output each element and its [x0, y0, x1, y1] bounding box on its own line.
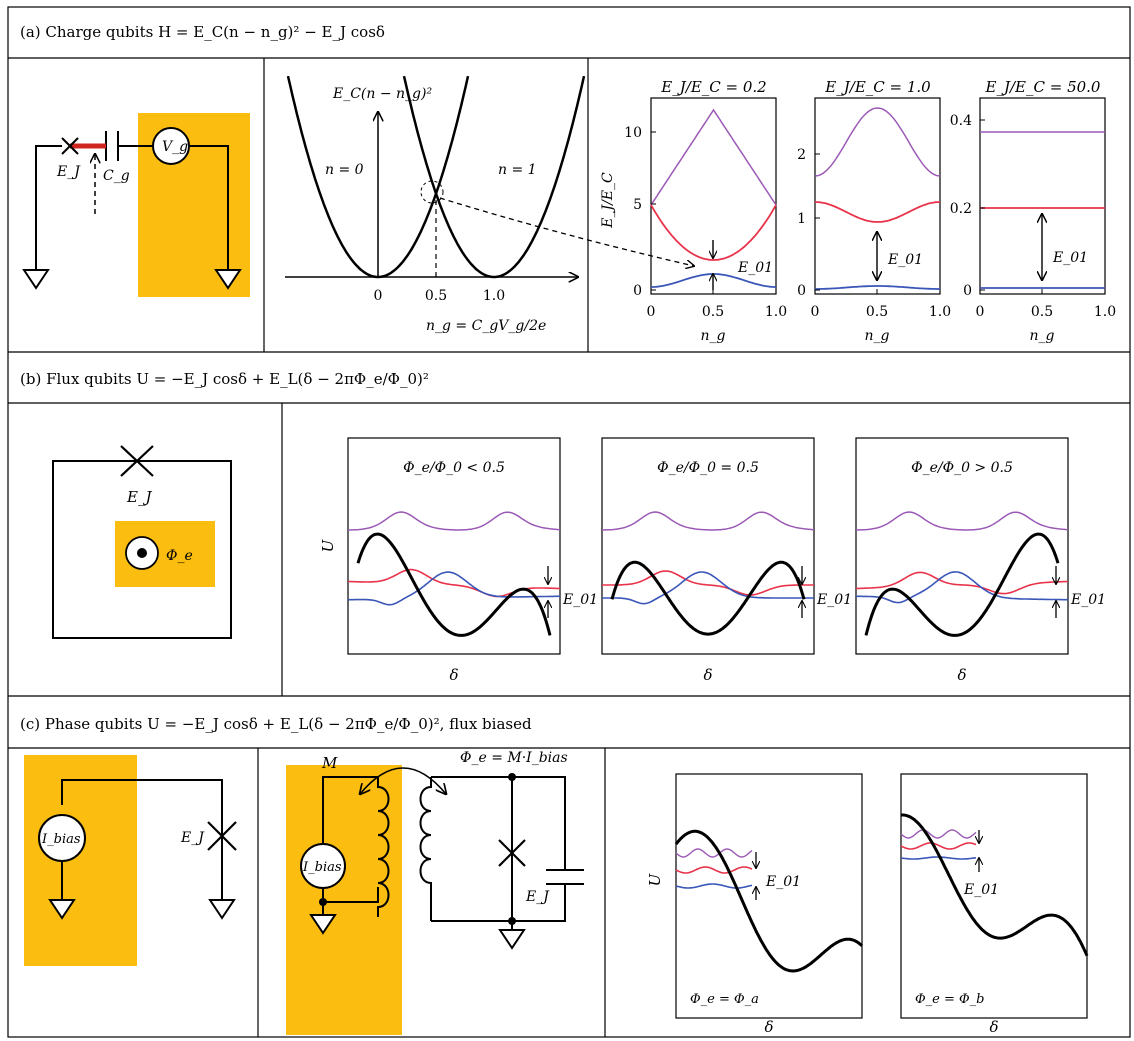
tick-10: 1.0 [483, 288, 505, 304]
parabola-ylabel: E_C(n − n_g)² [332, 86, 432, 102]
ground-icon [309, 902, 526, 950]
ytick-3-2: 0.4 [950, 113, 972, 129]
parabola-n1 [402, 75, 586, 279]
ibias-label-1: I_bias [41, 832, 81, 847]
ytick-2-2: 2 [797, 147, 806, 163]
xlabel-1: n_g [701, 328, 726, 344]
e01-label-1: E_01 [737, 260, 773, 276]
m-label: M [321, 754, 338, 772]
n0-label: n = 0 [325, 162, 364, 178]
flux-e01-2: E_01 [816, 592, 852, 608]
bias-box [24, 755, 137, 966]
ytick-1-1: 5 [633, 197, 642, 213]
flux-e01-3: E_01 [1070, 592, 1106, 608]
xlabel-2: n_g [865, 328, 890, 344]
phase-qubit-circuit-2: M Φ_e = M·I_bias I_bias E_J [286, 750, 584, 1035]
phase-e01-2: E_01 [963, 882, 999, 898]
flux-title-1: Φ_e/Φ_0 < 0.5 [403, 460, 505, 476]
parabola-plot: E_C(n − n_g)² n = 0 n = 1 0 0.5 1.0 n_g … [285, 75, 586, 334]
cg-label: C_g [103, 168, 130, 184]
ground-icon [22, 269, 242, 290]
vg-label: V_g [162, 139, 188, 155]
parabola-n0 [286, 75, 470, 279]
xtick-1-0: 0 [647, 304, 656, 320]
xtick-1-1: 0.5 [702, 304, 724, 320]
phase-panel-label-1: Φ_e = Φ_a [690, 992, 759, 1007]
ytick-2-0: 0 [797, 283, 806, 299]
parabola-xlabel: n_g = C_gV_g/2e [426, 318, 546, 334]
ytick-3-1: 0.2 [950, 201, 972, 217]
mutual-inductance-arrow [360, 767, 446, 794]
panel-a-title: (a) Charge qubits H = E_C(n − n_g)² − E_… [20, 23, 385, 41]
n1-label: n = 1 [498, 162, 537, 178]
energy-title-2: E_J/E_C = 1.0 [824, 78, 931, 96]
tick-05: 0.5 [425, 288, 447, 304]
band-2 [650, 108, 777, 206]
energy-title-3: E_J/E_C = 50.0 [985, 78, 1101, 96]
phase-xlabel-1: δ [764, 1018, 773, 1036]
ytick-2-1: 1 [797, 211, 806, 227]
phase-xlabel-2: δ [989, 1018, 998, 1036]
ej-label: E_J [56, 164, 81, 180]
phase-ej-label-1: E_J [180, 830, 205, 846]
flux-ej-label: E_J [126, 488, 152, 506]
ytick-3-0: 0 [963, 283, 972, 299]
panel-c-title: (c) Phase qubits U = −E_J cosδ + E_L(δ −… [20, 715, 532, 733]
flux-xlabel-2: δ [703, 666, 712, 684]
bias-box [286, 765, 402, 1035]
flux-xlabel-1: δ [449, 666, 458, 684]
flux-xlabel-3: δ [957, 666, 966, 684]
xtick-3-1: 0.5 [1031, 304, 1053, 320]
xtick-2-0: 0 [811, 304, 820, 320]
flux-title-2: Φ_e/Φ_0 = 0.5 [657, 460, 759, 476]
ground-icon [48, 861, 236, 920]
ibias-label-2: I_bias [302, 860, 342, 875]
xlabel-3: n_g [1030, 328, 1055, 344]
flux-ylabel: U [319, 538, 337, 552]
ytick-1-2: 10 [624, 125, 642, 141]
charge-qubit-circuit: E_J C_g V_g [22, 113, 250, 297]
flux-potential-plots: Φ_e/Φ_0 < 0.5 Φ_e/Φ_0 = 0.5 Φ_e/Φ_0 > 0.… [319, 437, 1106, 684]
ytick-1-0: 0 [633, 283, 642, 299]
phase-panel-label-2: Φ_e = Φ_b [915, 992, 985, 1007]
frame [7, 6, 1131, 1038]
josephson-junction-icon [498, 839, 526, 867]
josephson-junction-icon [207, 821, 237, 851]
phase-ylabel: U [646, 872, 664, 886]
xtick-1-2: 1.0 [765, 304, 787, 320]
phase-qubit-circuit-1: I_bias E_J [24, 755, 237, 966]
tick-0: 0 [374, 288, 383, 304]
phase-potential-plots: U E_01 E_01 Φ_e = Φ_a Φ_e = Φ_b δ δ [646, 773, 1089, 1036]
josephson-junction-icon [61, 137, 79, 155]
flux-qubit-circuit: E_J Φ_e [52, 445, 232, 639]
xtick-3-0: 0 [976, 304, 985, 320]
xtick-3-2: 1.0 [1094, 304, 1116, 320]
energy-title-1: E_J/E_C = 0.2 [660, 78, 766, 96]
flux-e01-1: E_01 [562, 592, 598, 608]
josephson-junction-icon [120, 445, 154, 477]
xtick-2-2: 1.0 [929, 304, 951, 320]
e01-label-3: E_01 [1052, 250, 1088, 266]
xtick-2-1: 0.5 [866, 304, 888, 320]
e01-label-2: E_01 [887, 252, 923, 268]
flux-title-3: Φ_e/Φ_0 > 0.5 [911, 460, 1013, 476]
phi-eq-label: Φ_e = M·I_bias [460, 750, 568, 766]
phase-ej-label-2: E_J [525, 889, 550, 905]
phase-e01-1: E_01 [765, 874, 801, 890]
energy-ylabel: E_J/E_C [600, 172, 616, 229]
panel-b-title: (b) Flux qubits U = −E_J cosδ + E_L(δ − … [20, 370, 429, 388]
band-1 [650, 204, 777, 261]
phi-label: Φ_e [166, 548, 193, 564]
pointer-arrow [439, 197, 694, 266]
energy-plots: E_J/E_C = 0.2 E_J/E_C = 1.0 E_J/E_C = 50… [600, 78, 1116, 344]
